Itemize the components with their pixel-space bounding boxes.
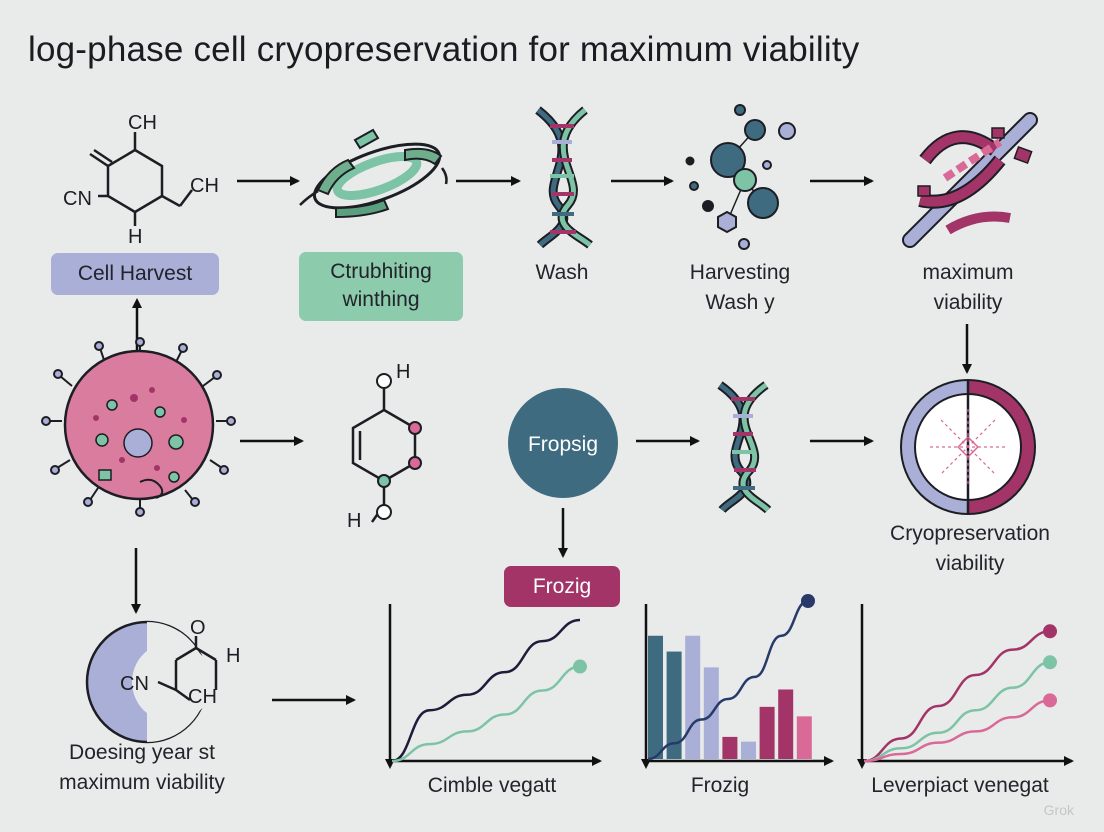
- tangled-fibers-icon: [902, 112, 1038, 248]
- chart-frozig-bar-7: [759, 706, 775, 759]
- mol-label-cn3: CN: [120, 673, 149, 695]
- chart-frozig-line: [647, 599, 809, 761]
- mol-label-h-top2: H: [396, 361, 410, 383]
- mol-label-ch3: CH: [188, 686, 217, 708]
- chart-frozig-bar-8: [778, 689, 794, 759]
- max-viability-label: maximum viability: [922, 261, 1014, 314]
- chart-cimble-series-2-end-point: [573, 659, 587, 674]
- chart-frozig-bar-9: [796, 716, 812, 759]
- mol-label-ch-right: CH: [190, 175, 219, 197]
- chart-frozig: [641, 594, 834, 769]
- chart-leverpiact-series-3-end-point: [1043, 693, 1057, 708]
- chart-leverpiact-series-1-end-point: [1043, 624, 1057, 639]
- chart-leverpiact-series-1: [863, 630, 1051, 763]
- chart-frozig-bar-2: [666, 651, 682, 759]
- molecule-2-atoms: [376, 373, 422, 520]
- chart-cimble-caption: Cimble vegatt: [427, 774, 557, 797]
- chart-cimble: [385, 604, 602, 769]
- mol-label-h3: H: [226, 645, 240, 667]
- chart-frozig-bar-6: [741, 741, 756, 759]
- chart-leverpiact-series-2-end-point: [1043, 655, 1057, 670]
- dna-helix-icon-1: [535, 106, 593, 249]
- page-title: log-phase cell cryopreservation for maxi…: [28, 30, 860, 69]
- chart-frozig-bar-5: [722, 736, 738, 759]
- chart-cimble-series-1: [391, 618, 581, 763]
- molecule-2-icon: [351, 389, 417, 523]
- molecule-1-icon: [89, 132, 193, 226]
- dna-helix-icon-2: [717, 381, 772, 514]
- chart-cimble-series-2: [391, 665, 581, 763]
- mol-label-ch-top: CH: [128, 112, 157, 134]
- wash-label: Wash: [535, 261, 589, 284]
- cryo-disc-icon: [900, 379, 1036, 515]
- cryo-label: Cryopreservation viability: [890, 522, 1050, 575]
- chart-leverpiact-series-3: [863, 699, 1051, 763]
- fropsig-node: [508, 388, 618, 498]
- chart-leverpiact-series-2: [863, 661, 1051, 763]
- mol-label-h-bot2: H: [347, 510, 361, 532]
- cell-harvest-label: Cell Harvest: [51, 253, 219, 295]
- chart-frozig-bar-1: [648, 635, 663, 759]
- chart-leverpiact: [857, 604, 1074, 769]
- frozig-pill: Frozig: [504, 566, 620, 607]
- chart-frozig-line-end-point: [801, 594, 815, 608]
- molecule-3-icon: [85, 620, 218, 744]
- protein-ribbon-icon: [299, 128, 448, 219]
- chart-frozig-caption: Frozig: [690, 774, 750, 797]
- fropsig-node-label: Fropsig: [528, 433, 598, 456]
- doesing-label: Doesing year st maximum viability: [59, 741, 225, 794]
- mol-label-cn: CN: [63, 188, 92, 210]
- mol-label-o: O: [190, 617, 206, 639]
- crubhiting-label: Ctrubhiting winthing: [299, 252, 463, 321]
- chart-frozig-bar-3: [685, 635, 701, 759]
- chart-leverpiact-caption: Leverpiact venegat: [871, 774, 1049, 797]
- particle-cluster-icon: [685, 104, 796, 250]
- mol-label-h-bottom: H: [128, 226, 142, 248]
- cell-icon: [41, 337, 236, 517]
- watermark: Grok: [1043, 802, 1074, 818]
- harvesting-label: Harvesting Wash y: [689, 261, 791, 314]
